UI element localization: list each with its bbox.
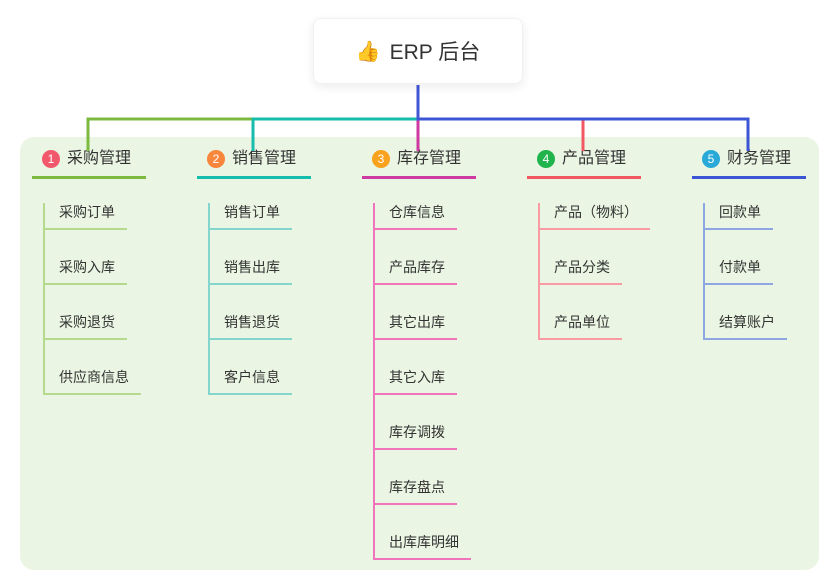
- mindmap-child-node[interactable]: 销售退货: [210, 313, 292, 340]
- mindmap-child-node[interactable]: 仓库信息: [375, 203, 457, 230]
- branch: 4 产品管理 产品（物料） 产品分类产品单位: [527, 149, 650, 340]
- mindmap-child-node[interactable]: 客户信息: [210, 368, 292, 395]
- mindmap-child-node[interactable]: 付款单: [705, 258, 773, 285]
- branch-header[interactable]: 5 财务管理: [692, 149, 806, 179]
- branch: 2 销售管理 销售订单销售出库销售退货客户信息: [197, 149, 311, 395]
- mindmap-child-node[interactable]: 销售订单: [210, 203, 292, 230]
- mindmap-child-node[interactable]: 库存盘点: [375, 478, 457, 505]
- branch-label: 财务管理: [727, 150, 792, 167]
- mindmap-child-node[interactable]: 结算账户: [705, 313, 787, 340]
- mindmap-child-node[interactable]: 产品库存: [375, 258, 457, 285]
- branch-children: 采购订单采购入库采购退货供应商信息: [43, 203, 146, 395]
- branch-children: 产品（物料） 产品分类产品单位: [538, 203, 650, 340]
- mindmap-child-node[interactable]: 产品单位: [540, 313, 622, 340]
- branch-children: 回款单付款单结算账户: [703, 203, 806, 340]
- mindmap-child-node[interactable]: 出库库明细: [375, 533, 471, 560]
- mindmap-child-node[interactable]: 回款单: [705, 203, 773, 230]
- branch-header[interactable]: 3 库存管理: [362, 149, 476, 179]
- branch-header[interactable]: 1 采购管理: [32, 149, 146, 179]
- mindmap-child-node[interactable]: 库存调拨: [375, 423, 457, 450]
- mindmap-child-node[interactable]: 采购退货: [45, 313, 127, 340]
- mindmap-child-node[interactable]: 采购订单: [45, 203, 127, 230]
- branch-number-badge: 2: [207, 150, 225, 168]
- branch-label: 采购管理: [67, 150, 132, 167]
- branch-label: 产品管理: [562, 150, 627, 167]
- branch-label: 销售管理: [232, 150, 297, 167]
- branch-header[interactable]: 4 产品管理: [527, 149, 641, 179]
- branch-number-badge: 4: [537, 150, 555, 168]
- mindmap-panel: 1 采购管理 采购订单采购入库采购退货供应商信息 2 销售管理 销售订单销售出库…: [20, 137, 819, 570]
- mindmap-child-node[interactable]: 采购入库: [45, 258, 127, 285]
- branch-label: 库存管理: [397, 150, 462, 167]
- branch-children: 销售订单销售出库销售退货客户信息: [208, 203, 311, 395]
- branch-number-badge: 1: [42, 150, 60, 168]
- branch-number-badge: 5: [702, 150, 720, 168]
- branch-header[interactable]: 2 销售管理: [197, 149, 311, 179]
- branch: 1 采购管理 采购订单采购入库采购退货供应商信息: [32, 149, 146, 395]
- mindmap-child-node[interactable]: 产品分类: [540, 258, 622, 285]
- root-node-label: ERP 后台: [389, 41, 481, 64]
- branch-children: 仓库信息产品库存其它出库其它入库库存调拨库存盘点出库库明细: [373, 203, 476, 560]
- mindmap-child-node[interactable]: 供应商信息: [45, 368, 141, 395]
- branch-number-badge: 3: [372, 150, 390, 168]
- mindmap-child-node[interactable]: 其它入库: [375, 368, 457, 395]
- mindmap-child-node[interactable]: 其它出库: [375, 313, 457, 340]
- branch: 3 库存管理 仓库信息产品库存其它出库其它入库库存调拨库存盘点出库库明细: [362, 149, 476, 560]
- thumbs-up-icon: 👍: [355, 40, 381, 63]
- branch: 5 财务管理 回款单付款单结算账户: [692, 149, 806, 340]
- root-node[interactable]: 👍 ERP 后台: [313, 18, 523, 84]
- mindmap-child-node[interactable]: 产品（物料）: [540, 203, 650, 230]
- mindmap-child-node[interactable]: 销售出库: [210, 258, 292, 285]
